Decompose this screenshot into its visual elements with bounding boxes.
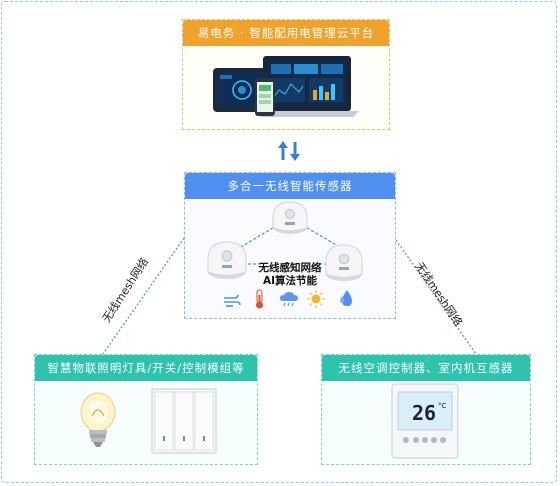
sensor-device-top (272, 201, 308, 234)
wind-icon (224, 294, 241, 307)
sun-icon (307, 290, 325, 308)
platform-panel: 易电务 · 智能配用电管理云平台 (182, 19, 390, 130)
network-label-line2: AI算法节能 (262, 275, 318, 287)
hvac-title: 无线空调控制器、室内机互感器 (322, 355, 530, 381)
mesh-line-right (395, 239, 477, 355)
sensor-device-right (325, 244, 363, 281)
lighting-title: 智慧物联照明灯具/开关/控制模组等 (35, 355, 257, 381)
sensor-title: 多合一无线智能传感器 (185, 173, 395, 199)
thermostat-unit: °C (438, 402, 447, 410)
lighting-panel: 智慧物联照明灯具/开关/控制模组等 (34, 354, 258, 465)
thermostat-illustration: 26 °C (391, 383, 459, 459)
lighting-illustration (80, 388, 217, 454)
sensor-network-illustration (207, 201, 363, 309)
mesh-line-left (102, 237, 185, 355)
devices-illustration (213, 56, 359, 117)
platform-title: 易电务 · 智能配用电管理云平台 (183, 20, 389, 46)
network-label: 无线感知网络 AI算法节能 (245, 262, 335, 288)
wall-switch-icon (151, 388, 217, 454)
rain-cloud-icon (280, 292, 298, 307)
light-bulb-icon (80, 392, 116, 447)
water-drop-icon (340, 290, 352, 306)
thermostat-reading: 26 (412, 401, 436, 425)
thermostat-buttons (403, 437, 446, 443)
network-label-line1: 无线感知网络 (258, 262, 322, 274)
sync-arrows-icon (278, 141, 300, 161)
thermometer-icon (255, 289, 264, 309)
sensor-device-left (207, 241, 247, 279)
